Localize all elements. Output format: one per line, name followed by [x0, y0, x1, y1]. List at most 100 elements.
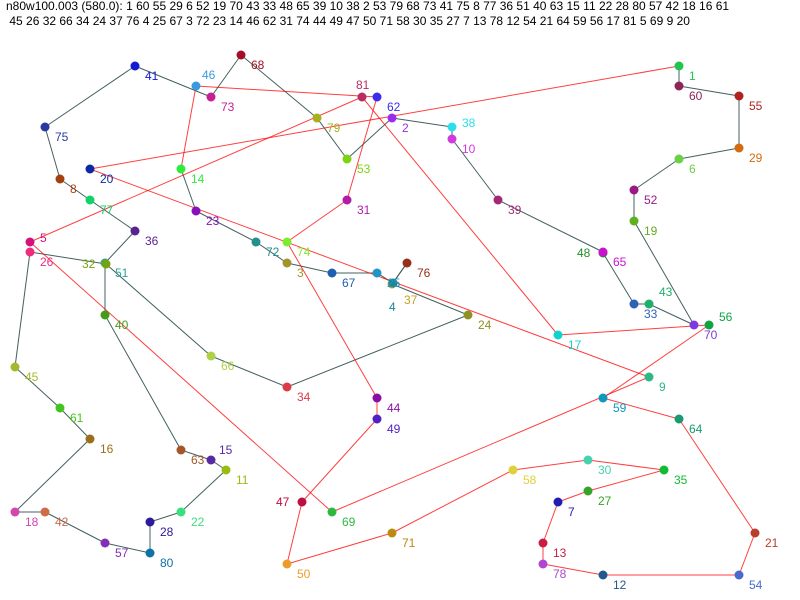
tour-edge — [557, 324, 710, 336]
city-node — [583, 486, 593, 496]
city-label: 25 — [387, 276, 401, 290]
city-node — [372, 393, 382, 403]
city-node — [342, 154, 352, 164]
tour-edge — [59, 178, 91, 201]
tour-edge — [14, 251, 31, 368]
tour-edge — [89, 65, 680, 170]
city-label: 11 — [236, 473, 249, 487]
city-label: 39 — [508, 203, 522, 217]
city-label: 62 — [387, 100, 401, 114]
tour-edge — [195, 210, 257, 243]
city-node — [538, 559, 548, 569]
tour-edge — [286, 199, 348, 243]
tour-edge — [542, 563, 604, 576]
tour-edge — [587, 459, 665, 471]
city-node — [689, 320, 699, 330]
city-label: 74 — [297, 245, 311, 259]
tour-edge — [14, 366, 61, 409]
city-node — [297, 497, 307, 507]
city-label: 51 — [115, 266, 129, 280]
city-label: 26 — [40, 255, 54, 269]
tour-edge — [678, 85, 740, 97]
tour-edge — [346, 96, 378, 201]
city-node — [251, 237, 261, 247]
tour-edge — [104, 542, 151, 554]
city-node — [447, 134, 457, 144]
city-label: 14 — [191, 172, 205, 186]
tour-edge — [210, 54, 242, 98]
city-node — [55, 174, 65, 184]
city-node — [387, 528, 397, 538]
city-node — [493, 195, 503, 205]
city-label: 8 — [70, 182, 77, 196]
city-label: 79 — [327, 121, 341, 135]
city-node — [55, 403, 65, 413]
city-label: 61 — [70, 411, 84, 425]
tour-edge — [286, 532, 393, 565]
tour-edge — [180, 85, 197, 170]
city-node — [583, 455, 593, 465]
city-node — [734, 143, 744, 153]
city-node — [176, 164, 186, 174]
city-node — [327, 507, 337, 517]
city-label: 42 — [55, 515, 69, 529]
tour-edge — [391, 469, 514, 534]
city-node — [10, 507, 20, 517]
city-node — [101, 259, 111, 269]
city-node — [25, 237, 35, 247]
tour-edge — [29, 241, 333, 513]
city-label: 21 — [765, 536, 779, 550]
city-node — [145, 548, 155, 558]
city-label: 78 — [553, 567, 567, 581]
city-node — [388, 278, 398, 288]
tour-edge — [104, 314, 182, 451]
city-node — [25, 247, 35, 257]
city-label: 18 — [25, 515, 39, 529]
city-node — [598, 570, 608, 580]
city-label: 9 — [659, 380, 666, 394]
city-label: 28 — [160, 525, 174, 539]
city-node — [206, 92, 216, 102]
city-label: 41 — [145, 69, 159, 83]
city-node — [553, 330, 563, 340]
city-node — [176, 507, 186, 517]
city-label: 60 — [689, 89, 703, 103]
city-label: 58 — [523, 473, 537, 487]
tour-edge — [134, 65, 212, 98]
city-node — [598, 393, 608, 403]
city-label: 36 — [145, 234, 159, 248]
city-label: 73 — [221, 100, 235, 114]
city-node — [85, 434, 95, 444]
city-node — [282, 237, 292, 247]
city-label: 10 — [462, 142, 476, 156]
tour-edge — [557, 490, 589, 503]
tour-edge — [149, 511, 182, 523]
tour-edge — [633, 220, 695, 326]
city-label: 17 — [568, 338, 582, 352]
city-node — [598, 247, 608, 257]
tour-edge — [180, 168, 197, 212]
tour-edge — [587, 469, 665, 492]
city-label: 69 — [342, 515, 356, 529]
city-node — [282, 559, 292, 569]
city-node — [100, 310, 110, 320]
tour-edge — [180, 449, 212, 461]
city-label: 65 — [613, 255, 627, 269]
tour-edge — [105, 263, 212, 357]
tour-edge — [44, 65, 136, 128]
city-node — [372, 92, 382, 102]
tour-edge — [391, 117, 453, 128]
city-node — [282, 258, 292, 268]
tour-edge — [451, 138, 499, 201]
city-node — [629, 216, 639, 226]
city-node — [40, 507, 50, 517]
city-node — [659, 465, 669, 475]
city-label: 47 — [276, 495, 290, 509]
tour-edge — [14, 438, 91, 513]
city-node — [357, 92, 367, 102]
city-label: 71 — [402, 536, 416, 550]
city-node — [100, 538, 110, 548]
city-label: 19 — [644, 224, 658, 238]
city-node — [644, 372, 654, 382]
